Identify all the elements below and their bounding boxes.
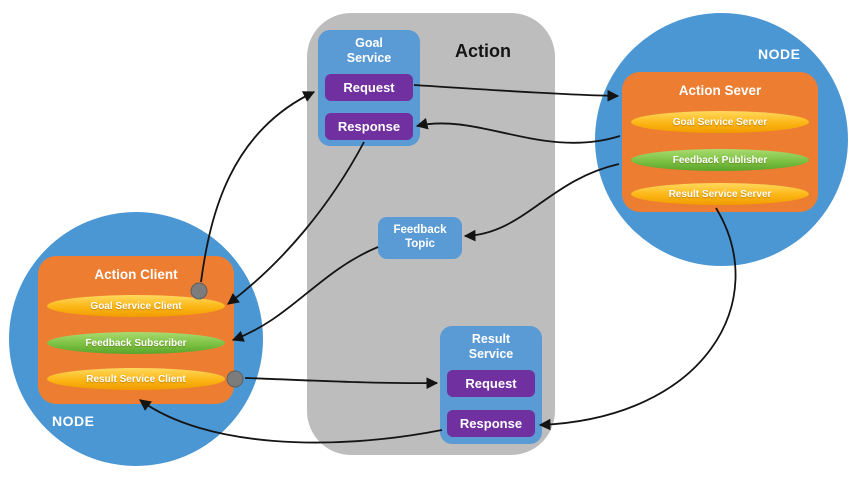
pill-goal-service-client: Goal Service Client — [47, 295, 225, 317]
result-service-title: Result Service — [468, 332, 514, 361]
pill-result-service-client: Result Service Client — [47, 368, 225, 390]
result-response-button: Response — [447, 410, 535, 437]
pill-feedback-publisher: Feedback Publisher — [631, 149, 809, 171]
action-server-title: Action Sever — [678, 83, 762, 98]
goal-response-button: Response — [325, 113, 413, 140]
client-node-label: NODE — [52, 413, 95, 429]
action-server-box: Action Sever Goal Service Server Feedbac… — [622, 72, 818, 212]
goal-service-title: Goal Service — [346, 36, 392, 65]
feedback-topic-box: Feedback Topic — [378, 217, 462, 259]
pill-result-service-server: Result Service Server — [631, 183, 809, 205]
pill-feedback-subscriber: Feedback Subscriber — [47, 332, 225, 354]
goal-service-box: Goal Service Request Response — [318, 30, 420, 146]
result-service-box: Result Service Request Response — [440, 326, 542, 444]
feedback-topic-title: Feedback Topic — [393, 224, 447, 250]
action-panel-title: Action — [455, 41, 511, 61]
action-client-box: Action Client Goal Service Client Feedba… — [38, 256, 234, 404]
goal-request-button: Request — [325, 74, 413, 101]
pill-goal-service-server: Goal Service Server — [631, 111, 809, 133]
action-client-title: Action Client — [94, 267, 178, 282]
server-node-label: NODE — [758, 46, 801, 62]
result-request-button: Request — [447, 370, 535, 397]
